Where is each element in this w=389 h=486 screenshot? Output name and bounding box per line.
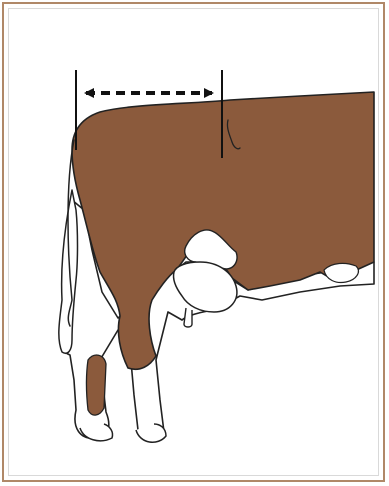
cow-leg-brown-spot bbox=[87, 355, 107, 415]
cow-teat bbox=[184, 308, 192, 327]
